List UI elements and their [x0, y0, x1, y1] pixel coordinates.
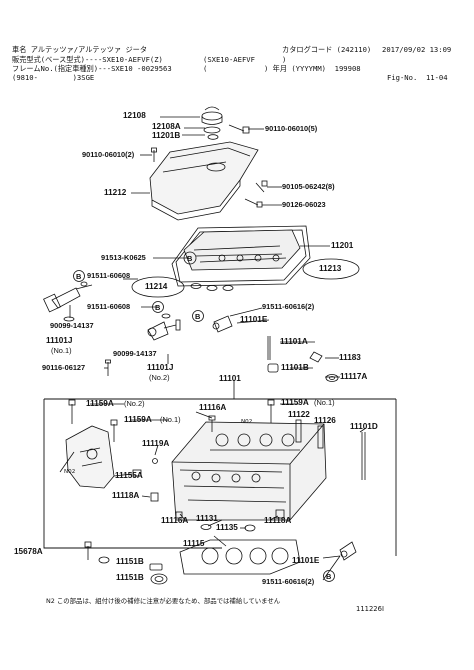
print-date: 2017/09/02 13:09 — [382, 45, 452, 54]
part-11116A-upper[interactable]: 11116A — [199, 403, 227, 412]
part-11155A[interactable]: 11155A — [115, 471, 143, 480]
part-91511-60608-a[interactable]: 91511-60608 — [87, 271, 131, 280]
part-12108[interactable]: 12108 — [123, 111, 146, 120]
figure-number: Fig-No. 11-04 — [387, 73, 448, 82]
part-11101J-no1[interactable]: 11101J — [46, 336, 73, 345]
part-90099-14137-a[interactable]: 90099-14137 — [50, 321, 94, 330]
part-11131[interactable]: 11131 — [196, 514, 218, 523]
part-11151B-lower[interactable]: 11151B — [116, 573, 144, 582]
part-11101E-upper[interactable]: 11101E — [240, 315, 268, 324]
part-11101J-no2-suffix: (No.2) — [149, 373, 170, 382]
b-marker-3: B — [155, 303, 161, 312]
part-12108A[interactable]: 12108A — [152, 122, 181, 131]
part-11214[interactable]: 11214 — [145, 282, 168, 291]
diagram-code: 111226I — [356, 605, 384, 613]
part-11116A-lower[interactable]: 11116A — [161, 516, 189, 525]
part-91511-60616-2-b[interactable]: 91511-60616(2) — [262, 577, 315, 586]
part-11159A-no1-suffix: (No.1) — [160, 415, 181, 424]
base-model: (SXE10-AEFVF — [203, 55, 255, 64]
part-90126-06023[interactable]: 90126-06023 — [282, 200, 326, 209]
base-model-close: ) — [282, 55, 287, 64]
b-marker-5: B — [326, 572, 332, 581]
part-11101J-no2[interactable]: 11101J — [147, 363, 174, 372]
part-11159A-no1-right[interactable]: 11159A — [281, 398, 309, 407]
part-90116-06127[interactable]: 90116-06127 — [42, 363, 86, 372]
part-90099-14137-b[interactable]: 90099-14137 — [113, 349, 157, 358]
part-11126[interactable]: 11126 — [314, 416, 336, 425]
part-11213[interactable]: 11213 — [319, 264, 342, 273]
n02-marker-head: N02 — [241, 419, 253, 425]
b-marker-1: B — [187, 254, 193, 263]
part-11101B[interactable]: 11101B — [281, 363, 309, 372]
b-marker-4: B — [195, 312, 201, 321]
part-91511-60608-b[interactable]: 91511-60608 — [87, 302, 131, 311]
part-11201[interactable]: 11201 — [331, 241, 354, 250]
production-date: ) 年月 (YYYYMM) 199908 — [264, 64, 361, 73]
part-91511-60616-2-a[interactable]: 91511-60616(2) — [262, 302, 315, 311]
part-11159A-no1-right-suffix: (No.1) — [314, 398, 335, 407]
part-11201B[interactable]: 11201B — [152, 131, 181, 140]
part-11135[interactable]: 11135 — [216, 523, 238, 532]
frame-paren: ( — [203, 64, 208, 73]
part-11101D[interactable]: 11101D — [350, 422, 378, 431]
b-marker-2: B — [76, 272, 82, 281]
part-90105-06242-8[interactable]: 90105-06242(8) — [282, 182, 335, 191]
part-90110-06010-2[interactable]: 90110-06010(2) — [82, 150, 135, 159]
engine-code: (9810- )3SGE — [12, 73, 95, 82]
part-90110-06010-5[interactable]: 90110-06010(5) — [265, 124, 318, 133]
part-11119A[interactable]: 11119A — [142, 439, 170, 448]
part-11117A[interactable]: 11117A — [340, 372, 368, 381]
part-11159A-no2[interactable]: 11159A — [86, 399, 114, 408]
part-11118A-right[interactable]: 11118A — [264, 516, 292, 525]
part-11159A-no1[interactable]: 11159A — [124, 415, 152, 424]
vehicle-name: 車名 アルテッツァ/アルテッツァ ジータ — [12, 45, 148, 54]
part-11151B-upper[interactable]: 11151B — [116, 557, 144, 566]
part-11101E-lower[interactable]: 11101E — [292, 556, 320, 565]
frame-no: フレームNo.(指定車種別)---SXE10 -0029563 — [12, 64, 172, 73]
n02-marker-left: N02 — [64, 469, 76, 475]
part-11122[interactable]: 11122 — [288, 410, 310, 419]
part-11115[interactable]: 11115 — [183, 539, 205, 548]
part-11118A-left[interactable]: 11118A — [112, 491, 140, 500]
sales-model: 販売型式(ベース型式)----SXE10-AEFVF(Z) — [12, 55, 163, 64]
part-15678A[interactable]: 15678A — [14, 547, 43, 556]
part-11212[interactable]: 11212 — [104, 188, 127, 197]
catalog-code: カタログコード (242110) — [282, 45, 372, 54]
part-11101[interactable]: 11101 — [219, 374, 241, 383]
part-11101A[interactable]: 11101A — [280, 337, 308, 346]
part-11101J-no1-suffix: (No.1) — [51, 346, 72, 355]
footer-note: N2 この部品は、組付け後の補修に注意が必要なため、部品では補給していません — [46, 597, 281, 605]
part-11183[interactable]: 11183 — [339, 353, 361, 362]
part-91513-K0625[interactable]: 91513-K0625 — [101, 253, 146, 262]
part-11159A-no2-suffix: (No.2) — [124, 399, 145, 408]
